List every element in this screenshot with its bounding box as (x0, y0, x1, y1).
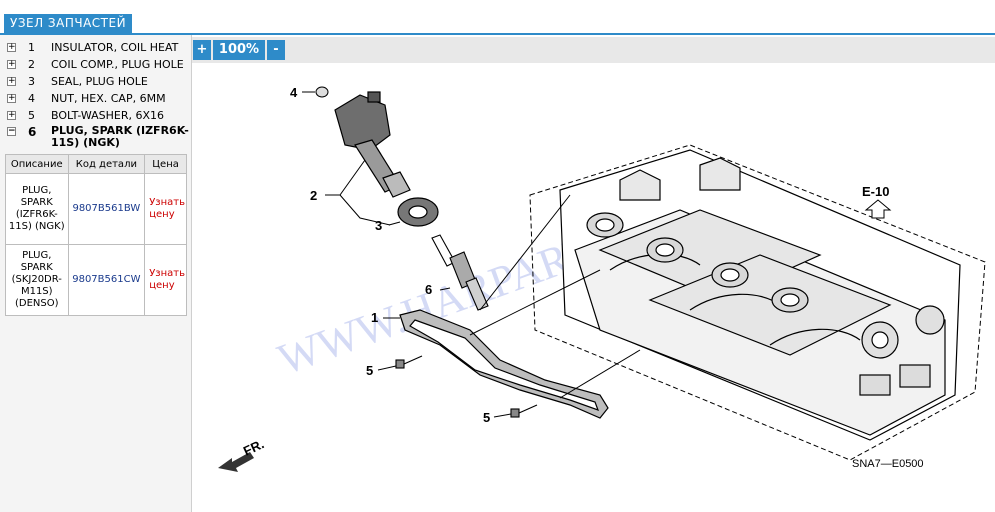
part-description: PLUG, SPARK (IZFR6K-11S) (NGK) (5, 173, 69, 245)
cylinder-head-drawing (559, 149, 961, 441)
tree-item-6-selected[interactable]: − 6 PLUG, SPARK (IZFR6K-11S) (NGK) (0, 124, 191, 150)
callout-5-right[interactable]: 5 (483, 410, 490, 425)
zoom-in-button[interactable]: + (193, 40, 211, 60)
tree-item-5[interactable]: + 5 BOLT-WASHER, 6X16 (0, 107, 191, 124)
callout-4[interactable]: 4 (290, 85, 298, 100)
expand-icon[interactable]: + (7, 42, 16, 52)
price-link[interactable]: Узнать цену (144, 244, 187, 316)
tree-item-label[interactable]: NUT, HEX. CAP, 6MM (51, 92, 166, 105)
assembly-boundary (529, 144, 986, 461)
price-link[interactable]: Узнать цену (144, 173, 187, 245)
column-header-price: Цена (144, 154, 187, 174)
column-header-description: Описание (5, 154, 69, 174)
table-header-row: Описание Код детали Цена (5, 154, 187, 174)
tree-item-2[interactable]: + 2 COIL COMP., PLUG HOLE (0, 56, 191, 73)
zoom-toolbar: + 100% - (192, 37, 995, 63)
callout-3[interactable]: 3 (375, 218, 382, 233)
tree-item-number: 4 (28, 92, 35, 105)
expand-icon[interactable]: + (7, 59, 16, 69)
diagram-code: SNA7—E0500 (852, 458, 924, 470)
table-row: PLUG, SPARK (IZFR6K-11S) (NGK) 9807B561B… (5, 173, 187, 245)
part-code[interactable]: 9807B561BW (67, 173, 146, 245)
front-label: FR. (241, 436, 266, 458)
column-header-code: Код детали (67, 154, 146, 174)
hex-nut-drawing (315, 86, 329, 98)
tree-item-1[interactable]: + 1 INSULATOR, COIL HEAT (0, 39, 191, 56)
tree-item-label[interactable]: PLUG, SPARK (IZFR6K-11S) (NGK) (51, 124, 189, 149)
tree-item-label[interactable]: INSULATOR, COIL HEAT (51, 41, 179, 54)
callout-6[interactable]: 6 (425, 282, 432, 297)
part-code[interactable]: 9807B561CW (67, 244, 146, 316)
tree-item-3[interactable]: + 3 SEAL, PLUG HOLE (0, 73, 191, 90)
panel-divider (191, 35, 192, 512)
tree-item-number: 1 (28, 41, 35, 54)
callout-5-left[interactable]: 5 (366, 363, 373, 378)
tree-item-number: 6 (28, 125, 37, 139)
diagram-canvas: WWW.HARPARTS.RU (218, 85, 986, 472)
part-description: PLUG, SPARK (SKJ20DR-M11S) (DENSO) (5, 244, 69, 316)
parts-assembly-tab[interactable]: УЗЕЛ ЗАПЧАСТЕЙ (4, 14, 133, 33)
collapse-icon[interactable]: − (7, 126, 16, 136)
tree-item-label[interactable]: BOLT-WASHER, 6X16 (51, 109, 165, 122)
expand-icon[interactable]: + (7, 93, 16, 103)
header-bar: УЗЕЛ ЗАПЧАСТЕЙ (0, 0, 995, 35)
tree-item-number: 2 (28, 58, 35, 71)
callout-2[interactable]: 2 (310, 188, 317, 203)
tree-item-4[interactable]: + 4 NUT, HEX. CAP, 6MM (0, 90, 191, 107)
parts-tree: + 1 INSULATOR, COIL HEAT + 2 COIL COMP.,… (0, 39, 191, 150)
callout-1[interactable]: 1 (371, 310, 378, 325)
left-panel: + 1 INSULATOR, COIL HEAT + 2 COIL COMP.,… (0, 35, 191, 512)
tree-item-number: 3 (28, 75, 35, 88)
up-arrow-icon (864, 199, 892, 219)
front-direction-arrow-icon (218, 452, 254, 472)
bolt-washer-drawing (395, 355, 538, 418)
parts-diagram: WWW.HARPARTS.RU (192, 63, 995, 490)
reference-label[interactable]: E-10 (862, 184, 889, 199)
expand-icon[interactable]: + (7, 76, 16, 86)
zoom-out-button[interactable]: - (267, 40, 285, 60)
tree-item-label[interactable]: SEAL, PLUG HOLE (51, 75, 148, 88)
table-row: PLUG, SPARK (SKJ20DR-M11S) (DENSO) 9807B… (5, 244, 187, 316)
zoom-level-button[interactable]: 100% (213, 40, 265, 60)
coil-heat-insulator-drawing (399, 309, 609, 419)
tree-item-number: 5 (28, 109, 35, 122)
leader-lines (302, 91, 641, 418)
parts-table: Описание Код детали Цена PLUG, SPARK (IZ… (5, 154, 187, 316)
tree-item-label[interactable]: COIL COMP., PLUG HOLE (51, 58, 184, 71)
expand-icon[interactable]: + (7, 110, 16, 120)
spark-plug-drawing (431, 234, 489, 311)
plug-hole-seal-drawing (397, 197, 439, 227)
ignition-coil-drawing (334, 91, 411, 198)
